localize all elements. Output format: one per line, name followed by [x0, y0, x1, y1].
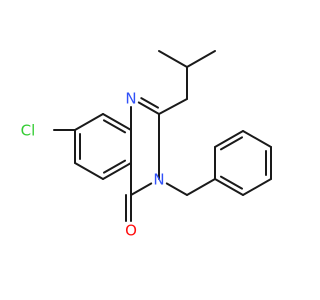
bond	[102, 113, 132, 131]
bond	[214, 178, 244, 196]
bond	[165, 182, 188, 196]
bonds	[53, 50, 272, 222]
bond	[158, 50, 188, 68]
bond	[130, 182, 153, 196]
atom-label-n: N	[153, 171, 164, 189]
atom-label-o: O	[125, 222, 137, 240]
bond	[102, 119, 127, 134]
bond	[186, 178, 216, 196]
bond	[74, 162, 104, 180]
bond	[74, 113, 104, 131]
bond	[102, 162, 132, 180]
bond	[219, 175, 244, 190]
bond	[158, 98, 188, 115]
atom-label-cl: Cl	[21, 122, 36, 140]
bond	[242, 130, 272, 148]
bond	[242, 178, 272, 196]
bond	[214, 130, 244, 148]
bond	[186, 50, 216, 68]
atom-label-n: N	[125, 90, 136, 108]
bond	[140, 97, 160, 109]
bond	[137, 101, 160, 115]
bond	[219, 136, 244, 151]
bond	[102, 159, 127, 174]
